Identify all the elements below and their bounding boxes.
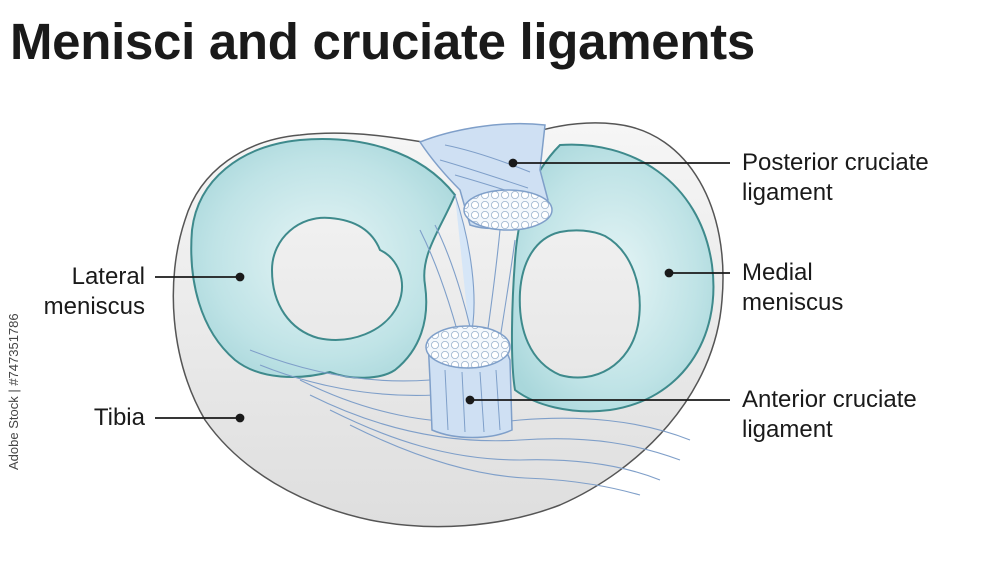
diagram-title: Menisci and cruciate ligaments: [10, 13, 755, 70]
leader-lines: [155, 158, 730, 423]
label-medial-meniscus: Medial meniscus: [742, 258, 843, 318]
lateral-meniscus: [190, 138, 457, 379]
label-lateral-meniscus-line2: meniscus: [43, 293, 145, 320]
label-tibia-text: Tibia: [93, 404, 145, 431]
label-posterior-cruciate-line2: ligament: [742, 179, 833, 206]
posterior-cruciate-ligament: [418, 122, 553, 231]
label-lateral-meniscus: Lateral meniscus: [12, 262, 145, 322]
anchor-posterior-cruciate: [508, 158, 518, 168]
label-medial-meniscus-line1: Medial: [742, 259, 813, 286]
anchor-tibia: [235, 413, 245, 423]
label-tibia: Tibia: [12, 403, 145, 433]
acl-cut-section: [425, 325, 511, 369]
label-posterior-cruciate-line1: Posterior cruciate: [742, 149, 929, 176]
label-lateral-meniscus-line1: Lateral: [71, 263, 145, 290]
anchor-medial-meniscus: [664, 268, 674, 278]
label-medial-meniscus-line2: meniscus: [742, 289, 844, 316]
stock-watermark: Adobe Stock | #747351786: [6, 313, 21, 470]
pcl-cut-section: [463, 189, 553, 231]
label-anterior-cruciate-line2: ligament: [742, 416, 833, 443]
anchor-anterior-cruciate: [465, 395, 475, 405]
medial-meniscus: [510, 143, 715, 413]
label-posterior-cruciate-ligament: Posterior cruciate ligament: [742, 148, 929, 208]
anterior-cruciate-ligament: [425, 325, 513, 439]
label-anterior-cruciate-ligament: Anterior cruciate ligament: [742, 385, 917, 445]
label-anterior-cruciate-line1: Anterior cruciate: [742, 386, 917, 413]
anchor-lateral-meniscus: [235, 272, 245, 282]
